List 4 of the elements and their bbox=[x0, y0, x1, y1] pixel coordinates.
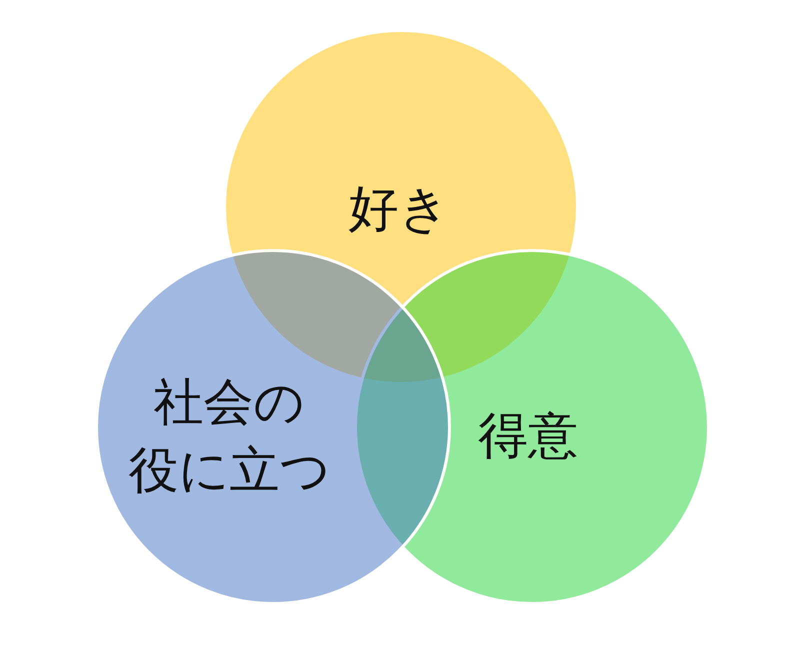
circle-label: 社会の役に立つ bbox=[128, 372, 332, 501]
venn-circle bbox=[95, 249, 451, 605]
circle-label: 好き bbox=[348, 178, 450, 240]
circle-label: 得意 bbox=[478, 406, 578, 466]
